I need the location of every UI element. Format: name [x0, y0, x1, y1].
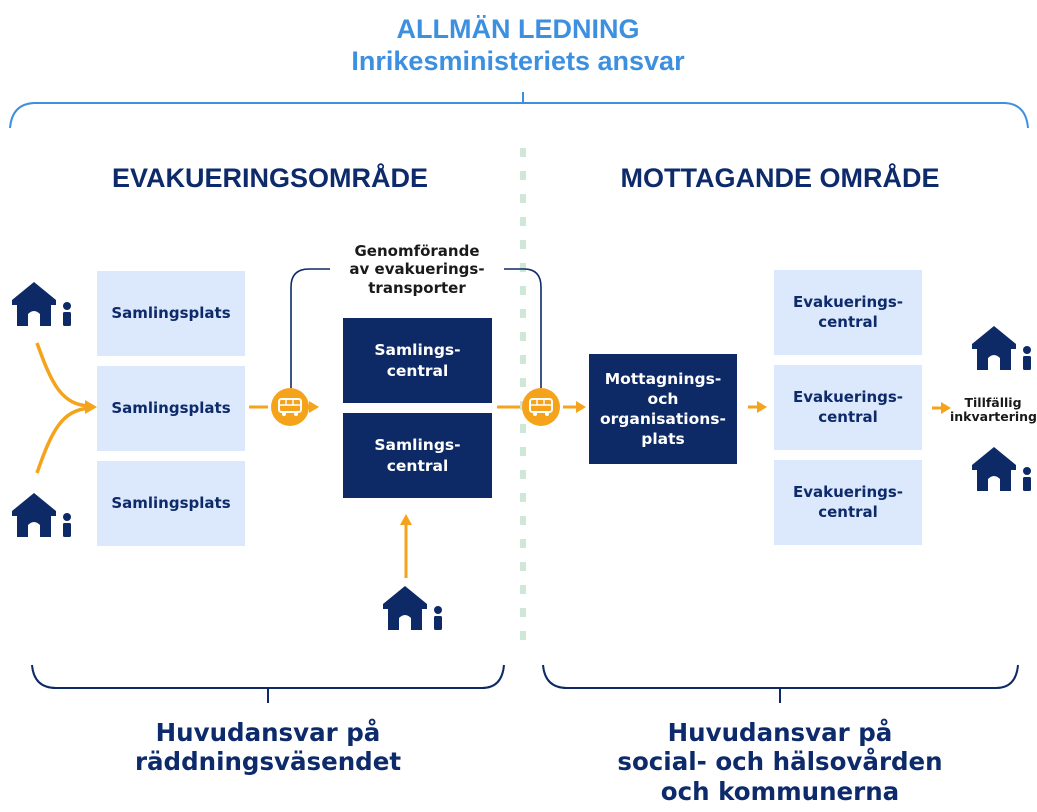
- arrow-up-icon: [400, 514, 412, 525]
- left-responsibility: Huvudansvar på räddningsväsendet: [134, 718, 402, 777]
- page-title: ALLMÄN LEDNING Inrikesministeriets ansva…: [318, 14, 718, 78]
- evacuation-central-box: Evakuerings- central: [774, 460, 922, 545]
- top-bracket: [9, 102, 1029, 129]
- main-subheading: Inrikesministeriets ansvar: [351, 45, 685, 76]
- evacuation-central-box: Evakuerings- central: [774, 365, 922, 450]
- assembly-point-box: Samlingsplats: [97, 366, 245, 451]
- bottom-bracket-right: [542, 664, 1019, 689]
- assembly-central-box: Samlings- central: [343, 413, 492, 498]
- evacuation-central-label: Evakuerings- central: [792, 293, 904, 331]
- evacuation-central-box: Evakuerings- central: [774, 270, 922, 355]
- left-region-title: EVAKUERINGSOMRÅDE: [111, 163, 429, 193]
- arrow-right-icon: [85, 400, 97, 414]
- merge-curve-top: [35, 342, 91, 408]
- evacuation-central-label: Evakuerings- central: [792, 388, 904, 426]
- house-person-icon: [12, 282, 71, 326]
- assembly-central-box: Samlings- central: [343, 318, 492, 403]
- main-heading: ALLMÄN LEDNING: [396, 14, 640, 44]
- assembly-central-label: Samlings- central: [374, 436, 461, 475]
- house-person-icon: [383, 586, 442, 630]
- bus-icon: [521, 387, 561, 427]
- reception-point-box: Mottagnings- och organisations- plats: [589, 354, 737, 464]
- arrow-right-icon: [757, 401, 767, 413]
- arrow-right-icon: [309, 401, 319, 413]
- temporary-housing-label: Tillfällig inkvartering: [950, 395, 1037, 425]
- house-person-icon: [972, 326, 1031, 370]
- right-region-title: MOTTAGANDE OMRÅDE: [620, 163, 940, 193]
- assembly-point-box: Samlingsplats: [97, 461, 245, 546]
- evacuation-central-label: Evakuerings- central: [792, 483, 904, 521]
- bus-icon: [270, 387, 310, 427]
- transport-label: Genomförande av evakuerings- transporter: [330, 242, 504, 297]
- right-responsibility: Huvudansvar på social- och hälsovården o…: [617, 718, 943, 806]
- bottom-bracket-left: [31, 664, 505, 689]
- arrow-right-icon: [576, 401, 586, 413]
- assembly-central-label: Samlings- central: [374, 341, 461, 380]
- house-person-icon: [12, 493, 71, 537]
- assembly-point-label: Samlingsplats: [111, 398, 231, 417]
- reception-point-label: Mottagnings- och organisations- plats: [600, 369, 726, 449]
- arrow-right-icon: [941, 402, 951, 414]
- merge-curve-bottom: [35, 406, 91, 474]
- assembly-point-label: Samlingsplats: [111, 303, 231, 322]
- assembly-point-box: Samlingsplats: [97, 271, 245, 356]
- house-person-icon: [972, 447, 1031, 491]
- assembly-point-label: Samlingsplats: [111, 493, 231, 512]
